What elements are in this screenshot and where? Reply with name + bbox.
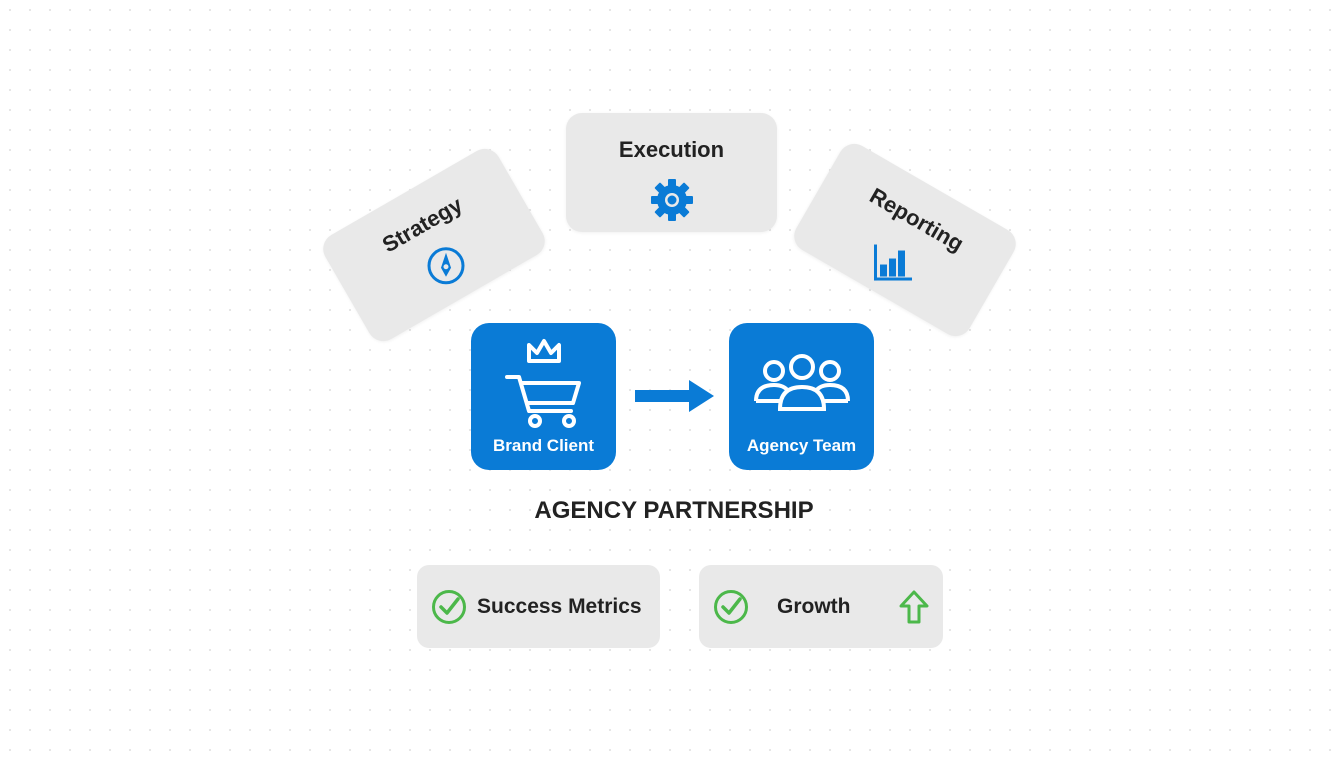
growth-label: Growth (777, 594, 851, 618)
shopping-cart-crown-icon (504, 339, 581, 428)
check-circle-icon (714, 589, 748, 624)
agency-team-label: Agency Team (746, 436, 857, 455)
execution-label: Execution (618, 137, 725, 162)
diagram-title: AGENCY PARTNERSHIP (534, 497, 814, 524)
compass-icon (427, 247, 465, 285)
team-icon (753, 354, 850, 411)
arrow-up-icon (899, 590, 929, 623)
bar-chart-icon (874, 244, 912, 281)
arrow-icon (635, 380, 714, 412)
strategy-card: Strategy (317, 143, 551, 347)
brand-client-node: Brand Client (471, 323, 616, 470)
agency-team-node: Agency Team (729, 323, 874, 470)
brand-client-label: Brand Client (492, 436, 595, 455)
check-circle-icon (432, 589, 466, 624)
success-metrics-box: Success Metrics (417, 565, 660, 648)
reporting-card: Reporting (788, 138, 1022, 342)
execution-card: Execution (566, 113, 777, 232)
gear-icon (650, 179, 693, 221)
success-metrics-label: Success Metrics (477, 594, 642, 618)
growth-box: Growth (699, 565, 943, 648)
